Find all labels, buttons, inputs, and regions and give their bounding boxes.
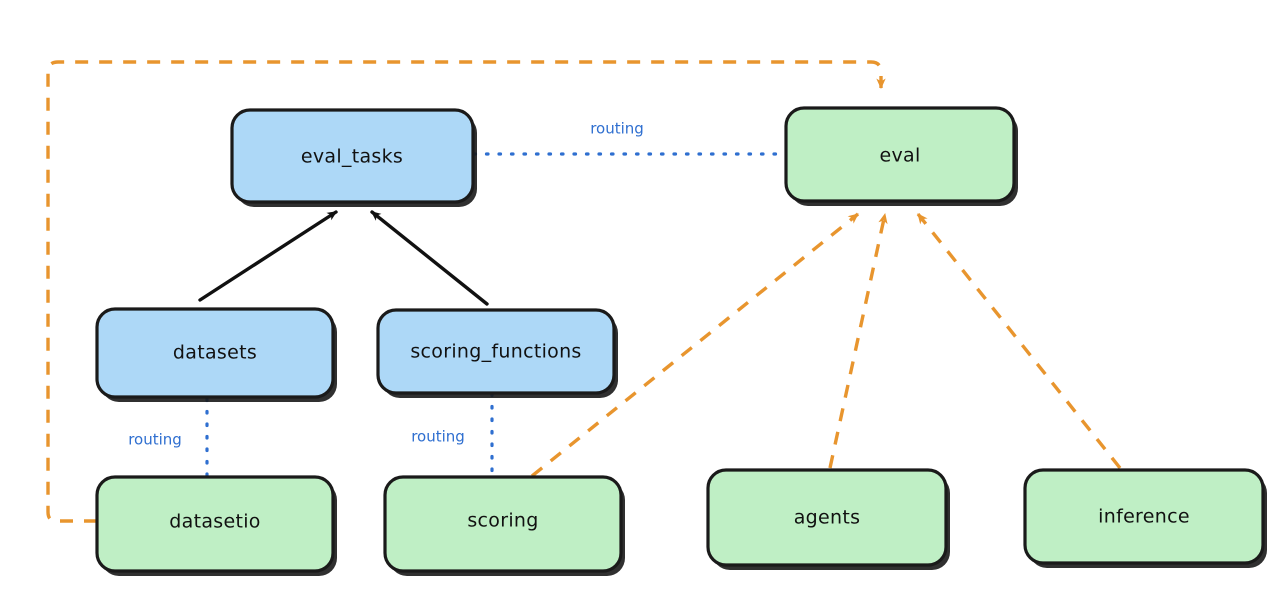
edge-scoringfunctions-evaltasks xyxy=(370,210,489,306)
edge-label-routing-scoring: routing xyxy=(411,428,465,446)
node-inference-label: inference xyxy=(1098,506,1190,528)
edge-group-routing xyxy=(205,152,786,479)
edge-inference-eval xyxy=(916,212,1122,470)
node-scoring-functions-box[interactable] xyxy=(376,308,616,395)
node-eval-box[interactable] xyxy=(784,106,1016,203)
edge-agents-eval xyxy=(828,213,888,469)
node-datasets-label: datasets xyxy=(173,342,257,364)
edge-label-routing-eval: routing xyxy=(590,120,644,138)
node-eval-tasks-box[interactable] xyxy=(230,108,475,204)
edge-label-group: routing routing routing xyxy=(128,120,644,449)
node-scoring-functions-label: scoring_functions xyxy=(410,341,581,363)
node-agents-box[interactable] xyxy=(706,468,948,567)
node-agents[interactable]: agents xyxy=(706,468,950,570)
node-scoring[interactable]: scoring xyxy=(383,475,625,576)
node-datasetio[interactable]: datasetio xyxy=(95,475,337,576)
node-inference-box[interactable] xyxy=(1023,468,1265,565)
node-eval-tasks[interactable]: eval_tasks xyxy=(230,108,477,207)
node-scoring-label: scoring xyxy=(467,510,538,532)
node-datasets-box[interactable] xyxy=(95,307,335,399)
edge-datasetio-eval xyxy=(46,60,886,523)
edge-label-routing-datasetio: routing xyxy=(128,431,182,449)
node-eval-tasks-label: eval_tasks xyxy=(301,146,403,168)
edge-scoring-eval xyxy=(530,212,860,478)
edge-datasets-evaltasks xyxy=(198,210,338,302)
node-datasetio-label: datasetio xyxy=(169,511,260,533)
node-datasetio-box[interactable] xyxy=(95,475,335,573)
node-scoring-functions[interactable]: scoring_functions xyxy=(376,308,618,398)
node-eval-label: eval xyxy=(879,145,920,167)
node-agents-label: agents xyxy=(794,507,861,529)
edge-group-dependency xyxy=(46,60,1122,523)
node-datasets[interactable]: datasets xyxy=(95,307,337,402)
node-eval[interactable]: eval xyxy=(784,106,1018,206)
node-inference[interactable]: inference xyxy=(1023,468,1267,568)
edge-group-inherit xyxy=(198,210,489,306)
node-scoring-box[interactable] xyxy=(383,475,623,573)
